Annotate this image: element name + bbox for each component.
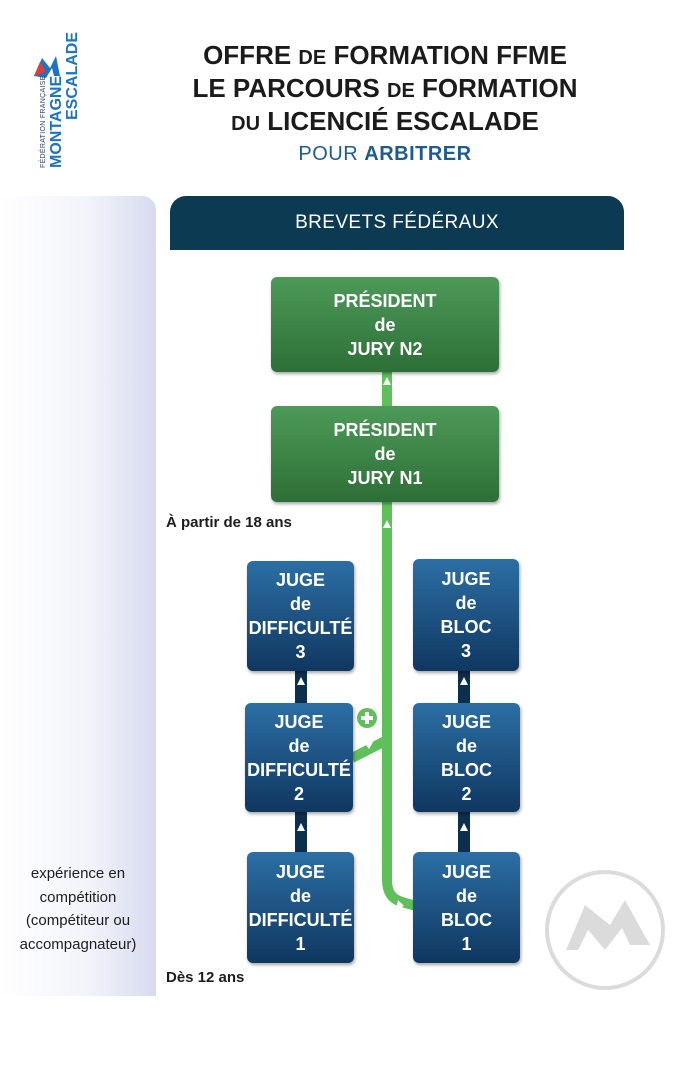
side-band	[0, 196, 156, 996]
connector-bloc1-bloc2	[458, 812, 470, 852]
brevets-federaux-header: BREVETS FÉDÉRAUX	[170, 196, 624, 250]
label-experience: expérience en compétition (compétiteur o…	[19, 865, 137, 953]
brevets-federaux-label: BREVETS FÉDÉRAUX	[295, 212, 499, 233]
page-title: OFFRE DE FORMATION FFME LE PARCOURS DE F…	[150, 40, 620, 139]
plus-icon	[357, 708, 377, 728]
title-line-3: DU LICENCIÉ ESCALADE	[231, 106, 539, 136]
connector-diff1-diff2	[295, 812, 307, 852]
label-age-18: À partir de 18 ans	[166, 514, 292, 531]
connector-bloc2-bloc3	[458, 671, 470, 703]
title-line-2: LE PARCOURS DE FORMATION	[192, 73, 578, 103]
title-line-1: OFFRE DE FORMATION FFME	[203, 40, 567, 70]
connector-diff2-green	[349, 735, 390, 763]
label-age-12: Dès 12 ans	[166, 969, 245, 986]
connector-diff2-diff3	[295, 671, 307, 703]
ffme-logo	[30, 12, 90, 172]
page-subtitle: POUR ARBITRER	[298, 143, 472, 165]
connector-n1-n2	[382, 372, 392, 406]
connector-main-green	[382, 502, 418, 911]
ffme-watermark-icon	[545, 870, 665, 990]
